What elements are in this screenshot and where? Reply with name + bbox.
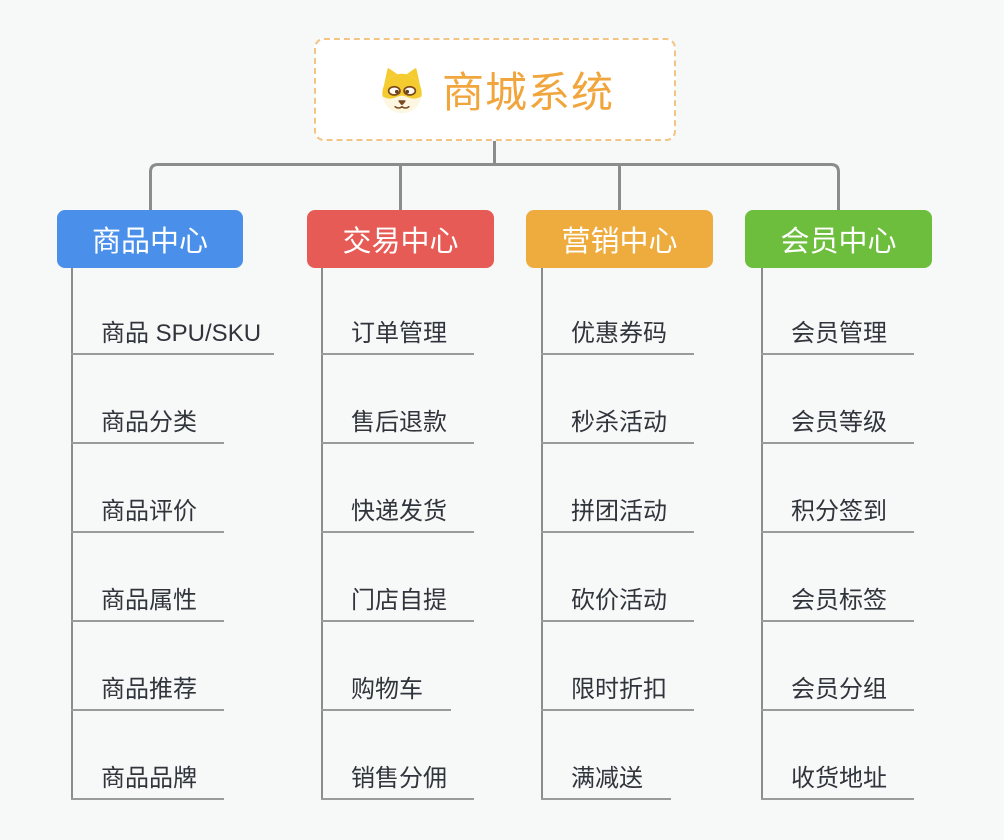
mindmap-node[interactable]: 会员管理: [761, 307, 914, 355]
mindmap-node[interactable]: 会员标签: [761, 574, 914, 622]
branch-node-product-center[interactable]: 商品中心: [57, 210, 243, 268]
node-label: 购物车: [351, 676, 423, 703]
node-label: 秒杀活动: [571, 409, 667, 436]
branch-label: 营销中心: [561, 226, 678, 258]
mindmap-node[interactable]: 会员分组: [761, 663, 914, 711]
mindmap-node[interactable]: 收货地址: [761, 752, 914, 800]
node-label: 会员等级: [791, 409, 887, 436]
node-label: 商品属性: [101, 587, 197, 614]
mindmap-node[interactable]: 满减送: [541, 752, 671, 800]
node-label: 会员管理: [791, 320, 887, 347]
root-node[interactable]: 商城系统: [314, 38, 676, 141]
node-label: 会员标签: [791, 587, 887, 614]
branch-label: 交易中心: [342, 226, 459, 258]
branch-node-trade-center[interactable]: 交易中心: [307, 210, 494, 268]
branch-spine-line: [71, 268, 73, 800]
mindmap-node[interactable]: 限时折扣: [541, 663, 694, 711]
mindmap-node[interactable]: 购物车: [321, 663, 451, 711]
mindmap-node[interactable]: 商品 SPU/SKU: [71, 307, 274, 355]
mindmap-node[interactable]: 商品分类: [71, 396, 224, 444]
mindmap-node[interactable]: 销售分佣: [321, 752, 474, 800]
node-label: 会员分组: [791, 676, 887, 703]
node-label: 砍价活动: [571, 587, 667, 614]
node-label: 优惠券码: [571, 320, 667, 347]
branch-label: 商品中心: [91, 226, 208, 258]
node-label: 商品推荐: [101, 676, 197, 703]
node-label: 门店自提: [351, 587, 447, 614]
mindmap-node[interactable]: 快递发货: [321, 485, 474, 533]
mindmap-node[interactable]: 商品属性: [71, 574, 224, 622]
mindmap-node[interactable]: 商品推荐: [71, 663, 224, 711]
node-label: 订单管理: [351, 320, 447, 347]
branch-spine-line: [761, 268, 763, 800]
root-title: 商城系统: [441, 69, 614, 116]
node-label: 销售分佣: [351, 765, 447, 792]
node-label: 收货地址: [791, 765, 887, 792]
mindmap-node[interactable]: 订单管理: [321, 307, 474, 355]
node-label: 快递发货: [351, 498, 447, 525]
mindmap-node[interactable]: 会员等级: [761, 396, 914, 444]
node-label: 满减送: [571, 765, 643, 792]
mindmap-node[interactable]: 砍价活动: [541, 574, 694, 622]
branch-spine-line: [541, 268, 543, 800]
node-label: 商品评价: [101, 498, 197, 525]
dog-face-icon: [382, 67, 422, 113]
branch-node-member-center[interactable]: 会员中心: [745, 210, 932, 268]
node-label: 商品分类: [101, 409, 197, 436]
branch-label: 会员中心: [780, 226, 897, 258]
node-label: 限时折扣: [571, 676, 667, 703]
mindmap-node[interactable]: 商品评价: [71, 485, 224, 533]
mindmap-node[interactable]: 商品品牌: [71, 752, 224, 800]
node-label: 商品 SPU/SKU: [101, 320, 262, 347]
branch-spine-line: [321, 268, 323, 800]
branch-rail-connector: [149, 163, 840, 211]
node-label: 商品品牌: [101, 765, 197, 792]
node-label: 积分签到: [791, 498, 887, 525]
mindmap-node[interactable]: 积分签到: [761, 485, 914, 533]
branch-node-marketing-center[interactable]: 营销中心: [526, 210, 713, 268]
mindmap-node[interactable]: 拼团活动: [541, 485, 694, 533]
mindmap-node[interactable]: 秒杀活动: [541, 396, 694, 444]
mindmap-node[interactable]: 门店自提: [321, 574, 474, 622]
node-label: 售后退款: [351, 409, 447, 436]
mindmap-node[interactable]: 售后退款: [321, 396, 474, 444]
node-label: 拼团活动: [571, 498, 667, 525]
mindmap-node[interactable]: 优惠券码: [541, 307, 694, 355]
